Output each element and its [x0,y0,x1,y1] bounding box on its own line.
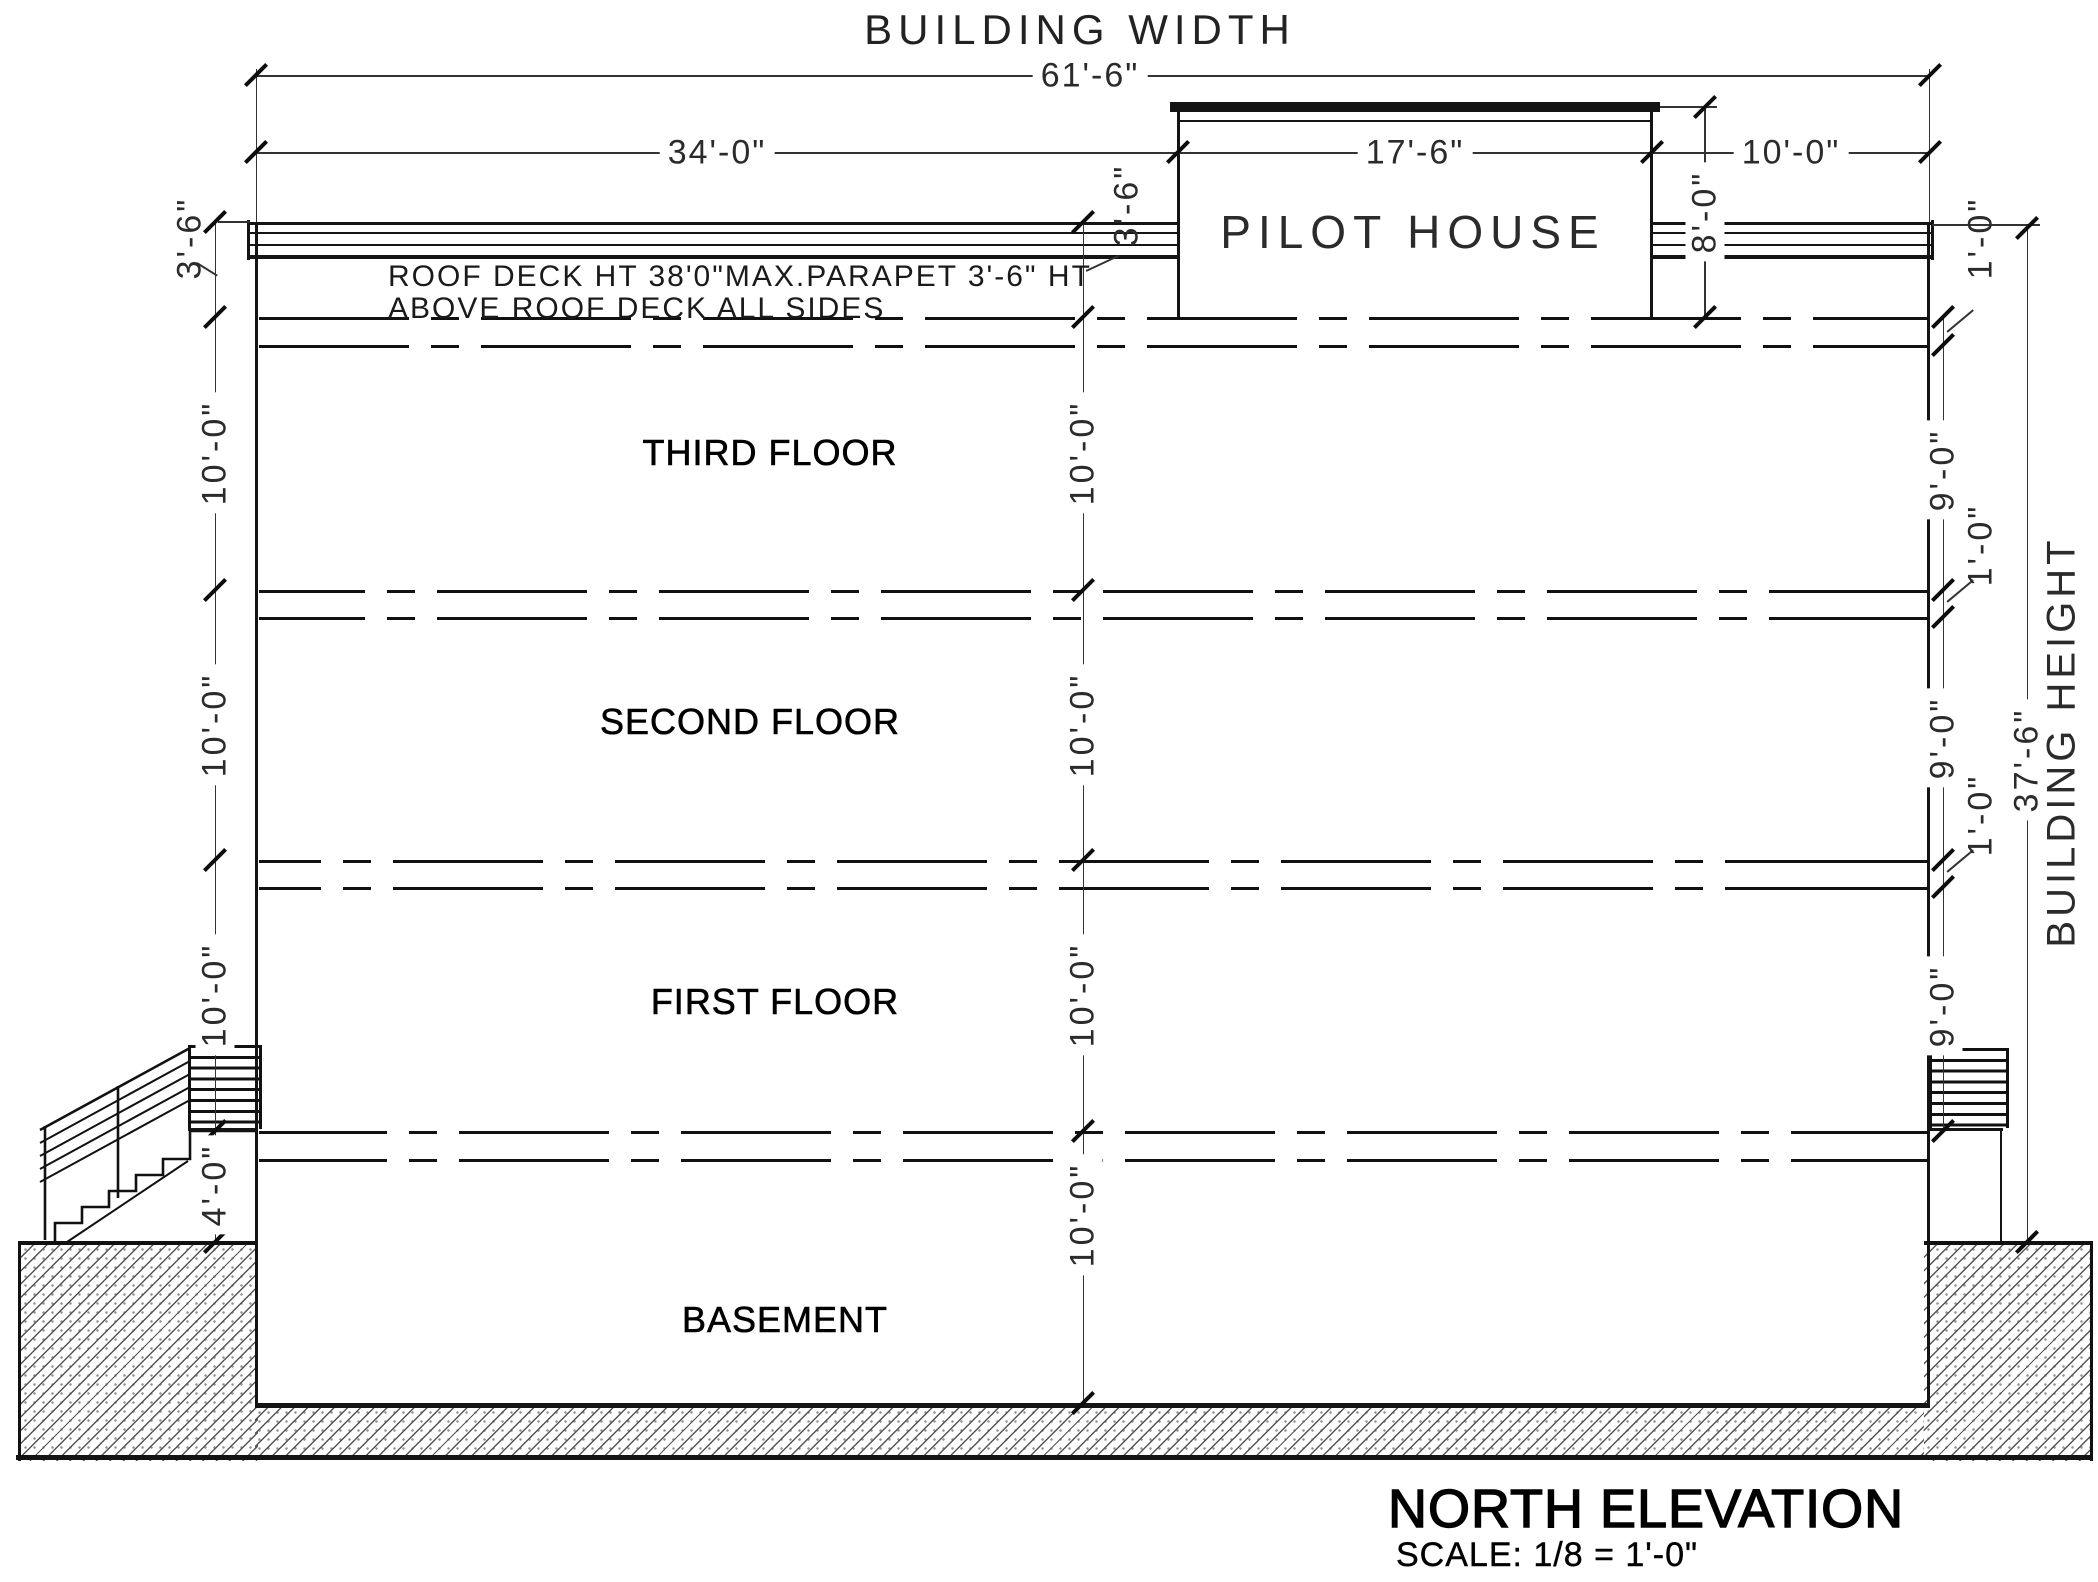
roof-note-line1: ROOF DECK HT 38'0"MAX.PARAPET 3'-6" HT [388,260,1092,293]
stair-rail [39,1046,191,1132]
building-height-label: BUILDING HEIGHT [2039,536,2084,948]
stair-rail [39,1073,191,1157]
right-dim-clear: 9'-0" [1923,956,1963,1056]
center-dim-floor: 10'-0" [1063,1154,1103,1276]
first-floor-line-upper [259,1131,1928,1134]
left-dim-second: 10'-0" [195,664,235,786]
left-dim-third: 10'-0" [195,392,235,514]
parapet-end-cap [247,220,250,260]
right-stoop-railing [1929,1048,2009,1128]
building-right-wall [1927,222,1930,1406]
right-dim-slab: 1'-0" [1961,196,2000,280]
floor-label-first: FIRST FLOOR [650,981,900,1023]
roof-deck-line-upper [259,317,1928,320]
right-dim-slab: 1'-0" [1961,773,2000,857]
pilot-house-roof [1170,102,1660,112]
basement-bottom-line [255,1403,1930,1408]
pilot-house-label: PILOT HOUSE [1220,206,1606,258]
parapet-line [1651,244,1934,246]
left-dim-parapet: 3'-6" [170,196,209,280]
extension-line [1932,224,2040,226]
dim-line-spans [256,152,1930,154]
right-dim-clear: 9'-0" [1923,688,1963,788]
stair-rail [39,1099,191,1183]
stair-rail [39,1060,191,1144]
center-dim-floor: 10'-0" [1063,934,1103,1056]
left-landing-railing [188,1045,262,1129]
center-dim-floor: 10'-0" [1063,392,1103,514]
dim-left-span: 34'-0" [659,133,775,173]
roof-deck-line-lower [259,345,1928,348]
roof-note-line2: ABOVE ROOF DECK ALL SIDES [388,292,886,325]
drawing-scale: SCALE: 1/8 = 1'-0" [1396,1536,1699,1574]
building-left-wall [255,222,258,1406]
parapet-end-cap [1931,220,1934,260]
left-dim-entry: 4'-0" [195,1135,235,1235]
building-width-title: BUILDING WIDTH [864,6,1296,53]
parapet-line [249,222,1179,225]
dim-leader [1946,309,1974,333]
parapet-line [1651,232,1934,234]
center-dim-floor: 10'-0" [1063,664,1103,786]
right-dim-clear: 9'-0" [1923,420,1963,520]
parapet-line [1651,255,1934,259]
extension-line [1928,69,1930,222]
left-landing-railing-bottom [188,1128,256,1131]
right-stoop-railing-bottom [1929,1128,2003,1131]
pilot-house-right-wall [1650,112,1653,320]
dim-total-width: 61'-6" [1032,56,1148,96]
entry-stair [39,1046,256,1245]
second-floor-line-upper [259,860,1928,863]
dim-pilot-height: 8'-0" [1685,162,1725,262]
third-floor-line-upper [259,590,1928,593]
second-floor-line-lower [259,887,1928,890]
ground-bottom-line [16,1455,2092,1460]
dim-right-span: 10'-0" [1733,133,1849,173]
floor-label-third: THIRD FLOOR [642,432,898,474]
parapet-line [249,232,1179,234]
stair-rail [39,1086,191,1170]
ground-under-building [255,1408,1924,1457]
extension-line [1660,106,1717,108]
dim-line-center-column [1082,222,1084,1403]
dim-pilot-span: 17'-6" [1357,133,1473,173]
stair-stringer [63,1160,189,1245]
ground-left [18,1241,258,1461]
pilot-house-left-wall [1177,112,1180,320]
floor-label-basement: BASEMENT [681,1299,889,1341]
right-dim-slab: 1'-0" [1961,503,2000,587]
center-dim-parapet: 3'-6" [1107,163,1146,247]
parapet-line [1651,222,1934,225]
floor-label-second: SECOND FLOOR [599,701,901,743]
extension-line [218,221,250,223]
drawing-title: NORTH ELEVATION [1387,1478,1905,1539]
ground-right [1924,1241,2093,1461]
parapet-line [249,244,1179,246]
third-floor-line-lower [259,617,1928,620]
pilot-house-roof-edge [1180,120,1650,122]
left-dim-first: 10'-0" [195,934,235,1056]
stair-steps [53,1129,256,1243]
parapet-line [249,255,1179,259]
extension-line [255,69,257,222]
right-stoop-edge [2000,1131,2002,1242]
